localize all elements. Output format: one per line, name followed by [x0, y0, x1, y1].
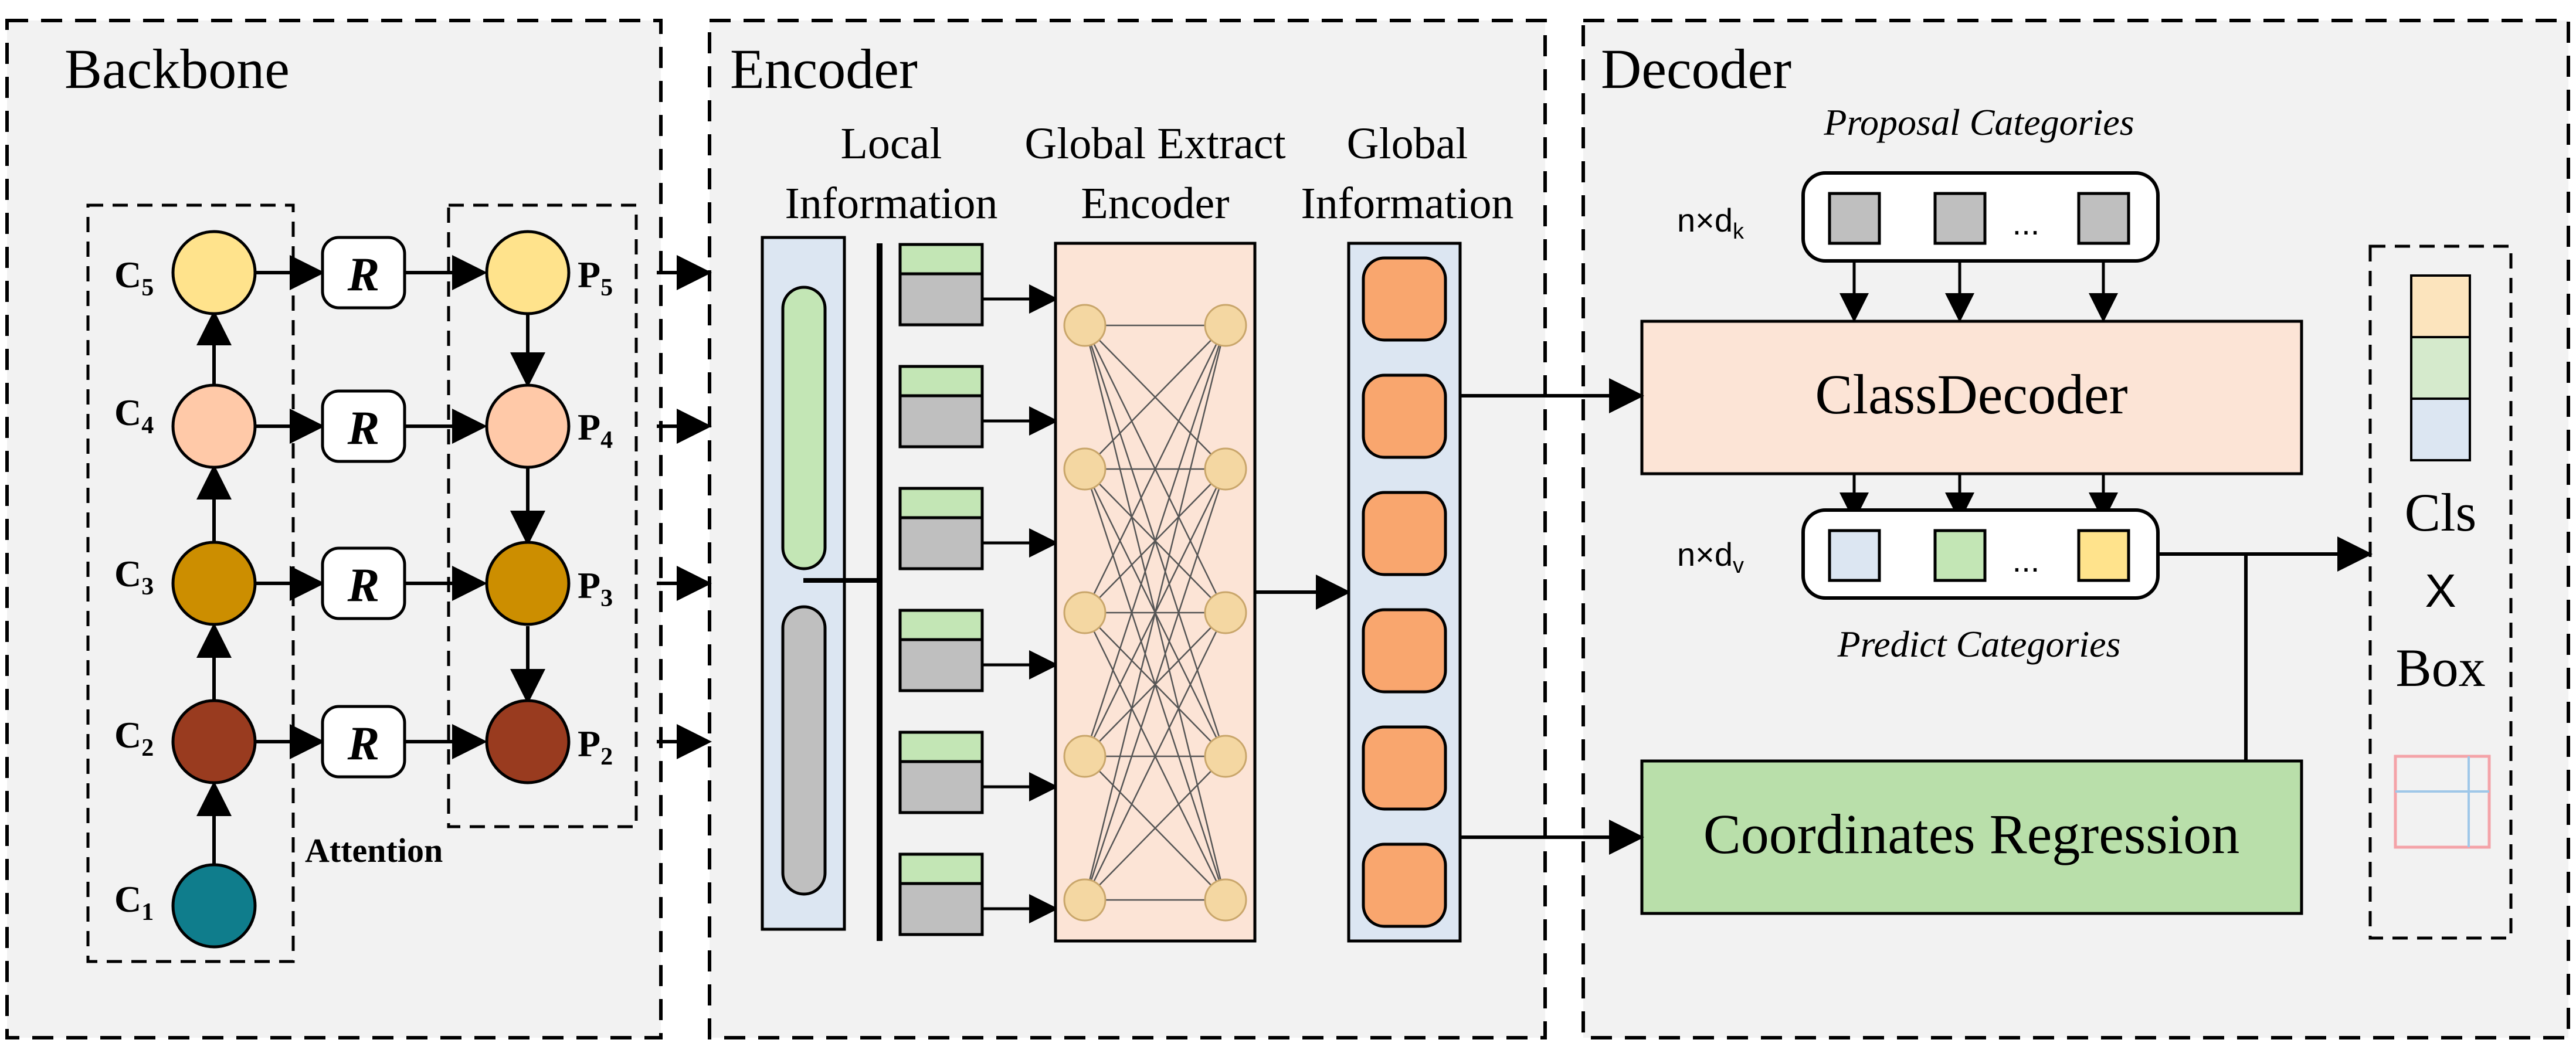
attention-block-2: R: [321, 705, 406, 779]
output-box-label: Box: [2395, 638, 2485, 698]
neuron-node: [1063, 447, 1107, 491]
decoder-content: Proposal Categories n×dk ... ClassDecode…: [1460, 101, 2513, 940]
global-info-cell: [1362, 373, 1447, 459]
global-info-cells: [1362, 256, 1447, 928]
neuron-node: [1204, 735, 1247, 778]
c-group-box: [86, 203, 295, 963]
class-decoder: ClassDecoder: [1640, 320, 2303, 475]
neuron-node: [1063, 304, 1107, 347]
svg-text:R: R: [347, 716, 380, 770]
attention-label: Attention: [305, 831, 443, 869]
local-info-column: [761, 236, 883, 941]
level-arrows: [255, 255, 712, 759]
predict-tokens: ...: [1801, 474, 2160, 600]
encoder-neurons: [1063, 304, 1247, 922]
global-info-cell: [1362, 256, 1447, 342]
svg-text:P3: P3: [578, 565, 613, 612]
svg-text:...: ...: [2012, 542, 2040, 579]
token-block: [898, 365, 1058, 449]
svg-text:Coordinates Regression: Coordinates Regression: [1703, 803, 2240, 865]
svg-text:R: R: [347, 247, 380, 301]
backbone-content: C5 C4 C3 C2 C1 R R R: [86, 203, 712, 963]
neuron-node: [1204, 304, 1247, 347]
global-info-cell: [1362, 842, 1447, 928]
svg-text:C3: C3: [114, 553, 154, 600]
svg-text:P2: P2: [578, 723, 613, 770]
global-extract-label-1: Global Extract: [1024, 119, 1285, 168]
encoder-content: Local Information Global Extract Encoder…: [761, 119, 1514, 943]
token-block: [898, 609, 1058, 692]
connection-line: [1084, 612, 1227, 901]
svg-text:C4: C4: [114, 392, 154, 439]
attention-block-4: R: [321, 389, 406, 463]
svg-text:P4: P4: [578, 406, 613, 454]
svg-text:C1: C1: [114, 878, 154, 926]
local-info-label-2: Information: [785, 179, 997, 228]
svg-text:R: R: [347, 558, 380, 611]
token-block: [898, 731, 1058, 814]
token-blocks: [898, 243, 1058, 936]
c-node-3: C3: [114, 541, 257, 626]
svg-text:ClassDecoder: ClassDecoder: [1815, 363, 2127, 426]
global-info-column: [1347, 242, 1462, 943]
global-info-cell: [1362, 491, 1447, 576]
svg-text:C5: C5: [114, 254, 154, 301]
proposal-categories-label: Proposal Categories: [1823, 101, 2134, 143]
p-node-5: P5: [485, 230, 613, 315]
svg-text:...: ...: [2012, 205, 2040, 242]
backbone-panel: Backbone: [5, 19, 663, 1039]
bbox-icon: [2394, 755, 2491, 849]
c-node-2: C2: [114, 699, 257, 784]
connection-line: [1084, 325, 1227, 613]
merge-arrows: [2158, 536, 2373, 761]
attention-block-3: R: [321, 546, 406, 620]
output-cls-label: Cls: [2405, 483, 2477, 542]
global-info-label-1: Global: [1347, 119, 1468, 168]
svg-text:C2: C2: [114, 714, 154, 762]
global-extract-encoder: [1054, 242, 1351, 943]
predict-categories-label: Predict Categories: [1837, 623, 2121, 665]
neuron-node: [1204, 878, 1247, 922]
token-block: [898, 243, 1058, 327]
global-info-cell: [1362, 608, 1447, 694]
token-block: [898, 852, 1058, 936]
connection-line: [1084, 325, 1227, 757]
local-info-label-1: Local: [840, 119, 942, 168]
p-node-4: P4: [485, 383, 613, 469]
encoder-connections: [1084, 324, 1227, 901]
c-node-4: C4: [114, 383, 257, 469]
c-node-5: C5: [114, 230, 257, 315]
p-node-2: P2: [485, 699, 613, 784]
p-node-3: P3: [485, 541, 613, 626]
global-info-label-2: Information: [1301, 179, 1513, 228]
neuron-node: [1204, 591, 1247, 634]
proposal-tokens: ...: [1801, 171, 2160, 322]
connection-line: [1084, 325, 1227, 901]
backbone-title: Backbone: [65, 38, 290, 100]
svg-text:R: R: [347, 401, 380, 454]
p-group-box: [447, 203, 638, 828]
neuron-node: [1204, 447, 1247, 491]
attention-block-5: R: [321, 236, 406, 310]
token-block: [898, 487, 1058, 570]
encoder-title: Encoder: [730, 38, 918, 100]
ndv-label: n×dv: [1677, 536, 1744, 578]
output-x-label: X: [2425, 565, 2456, 617]
c-node-1: C1: [114, 863, 257, 949]
neuron-node: [1063, 591, 1107, 634]
neuron-node: [1063, 878, 1107, 922]
ndk-label: n×dk: [1677, 202, 1745, 244]
output-box: Cls X Box: [2368, 244, 2513, 940]
connection-line: [1084, 468, 1227, 901]
decoder-title: Decoder: [1601, 38, 1791, 100]
global-extract-label-2: Encoder: [1081, 179, 1229, 228]
coordinates-regression: Coordinates Regression: [1640, 759, 2303, 915]
neuron-node: [1063, 735, 1107, 778]
connection-line: [1084, 325, 1226, 470]
global-info-cell: [1362, 725, 1447, 811]
svg-text:P5: P5: [578, 254, 613, 301]
connection-line: [1084, 756, 1226, 901]
